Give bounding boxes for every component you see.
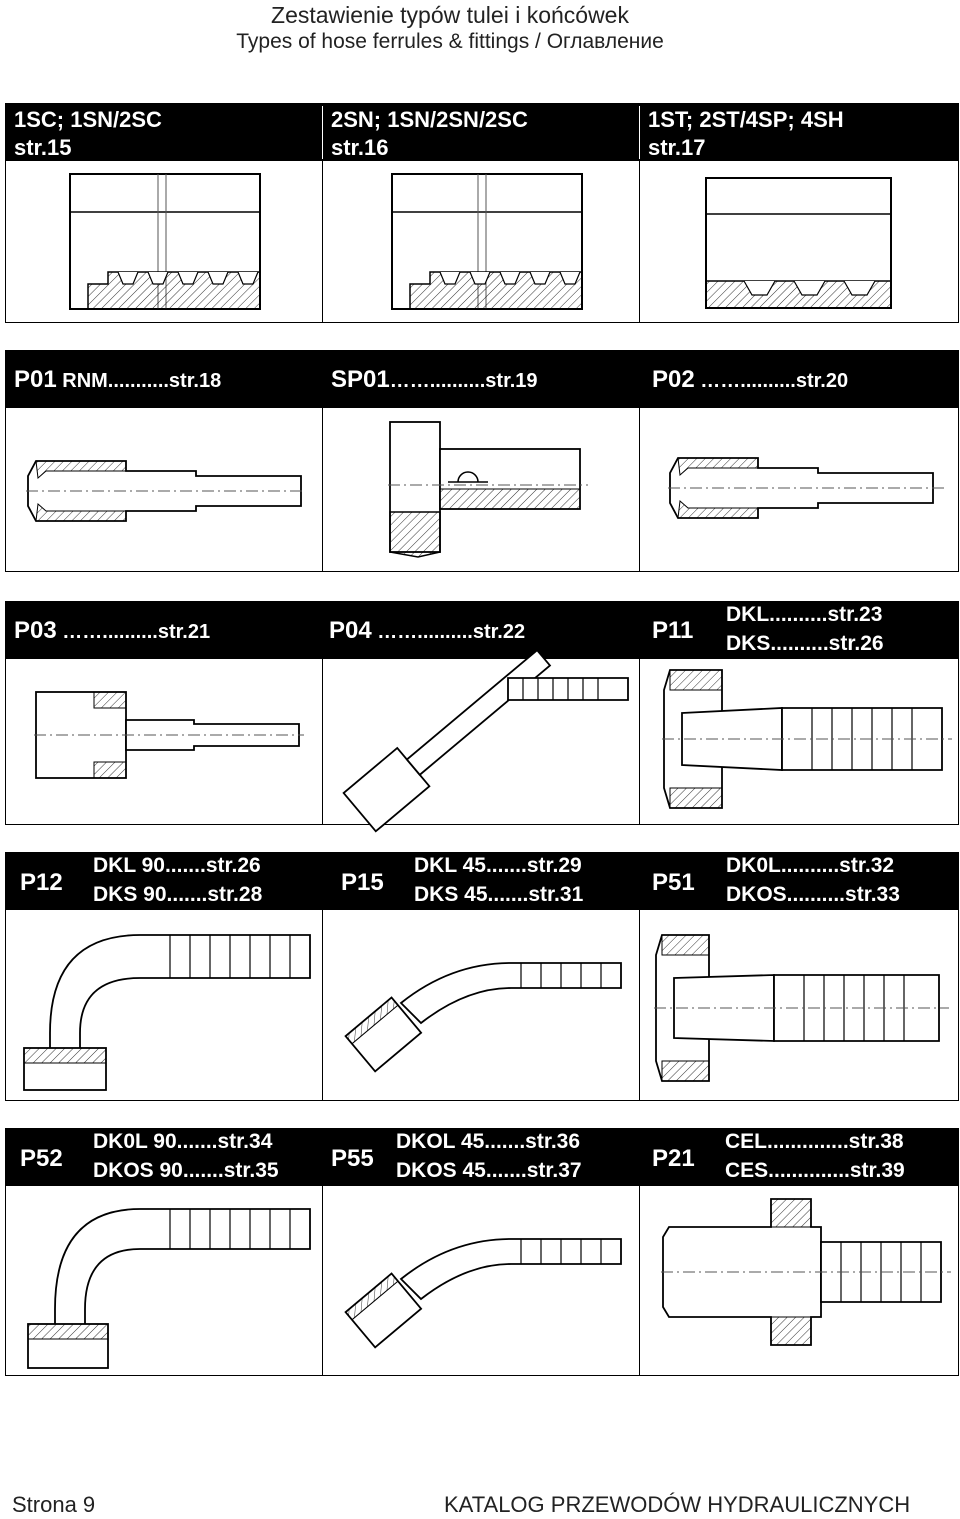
p55-dkos45: DKOS 45.......str.37 [396,1159,582,1182]
sp01-ref: ……..........str.19 [389,370,538,392]
p02-ref: ……..........str.20 [694,370,849,392]
p51-dkos: DKOS..........str.33 [726,883,900,906]
p21-drawing [661,1198,951,1346]
p21-code: P21 [652,1145,695,1172]
p01-code: P01 [14,366,57,393]
p21-ces: CES..............str.39 [725,1159,905,1182]
p15-dkl45: DKL 45.......str.29 [414,854,582,877]
p15-drawing [344,962,622,1073]
p21-cel: CEL..............str.38 [725,1130,904,1153]
p52-dk0l90: DK0L 90.......str.34 [93,1130,273,1153]
p03-code: P03 [14,617,57,644]
p04-ref: ……..........str.22 [371,621,526,643]
p11-dks: DKS..........str.26 [726,632,884,655]
p02-code: P02 [652,366,695,393]
fitting-row-p12: P12 DKL 90.......str.26 DKS 90.......str… [5,852,959,1101]
p01-ref: RNM...........str.18 [56,370,222,392]
ferrule-1st-page: str.17 [648,135,706,160]
p55-dkol45: DKOL 45.......str.36 [396,1130,581,1153]
p11-drawing [662,669,952,809]
ferrule-1sc-label: 1SC; 1SN/2SC [14,107,162,132]
page-title: Zestawienie typów tulei i końcówek [271,2,629,28]
p55-code: P55 [331,1145,374,1172]
p12-dks90: DKS 90.......str.28 [93,883,263,906]
p15-code: P15 [341,869,384,896]
p52-code: P52 [20,1145,63,1172]
ferrule-1sc-drawing [69,173,261,310]
p51-drawing [654,934,949,1082]
p12-dkl90: DKL 90.......str.26 [93,854,261,877]
sp01-drawing [388,421,588,558]
p15-dks45: DKS 45.......str.31 [414,883,584,906]
ferrule-2sn-page: str.16 [331,135,389,160]
ferrule-2sn-label: 2SN; 1SN/2SN/2SC [331,107,528,132]
p11-dkl: DKL..........str.23 [726,603,883,626]
p55-drawing [344,1238,622,1349]
page-number: Strona 9 [12,1492,96,1517]
ferrule-1st-label: 1ST; 2ST/4SP; 4SH [648,107,844,132]
p12-drawing [23,934,311,1091]
p03-drawing [34,691,304,779]
p52-drawing [27,1208,311,1369]
p04-code: P04 [329,617,372,644]
fitting-row-p03: P03 ……..........str.21 P04 ……..........s… [5,601,959,833]
p51-code: P51 [652,869,695,896]
p51-dk0l: DK0L..........str.32 [726,854,895,877]
fitting-row-p01: P01 RNM...........str.18 SP01…….........… [5,350,959,572]
ferrule-1sc-page: str.15 [14,135,72,160]
p01-drawing [26,460,306,522]
ferrule-1st-drawing [705,177,892,309]
p03-ref: ……..........str.21 [56,621,211,643]
p12-code: P12 [20,869,63,896]
catalog-title: KATALOG PRZEWODÓW HYDRAULICZNYCH [444,1492,911,1517]
p52-dkos90: DKOS 90.......str.35 [93,1159,279,1182]
p11-code: P11 [652,617,694,644]
fitting-row-p52: P52 DK0L 90.......str.34 DKOS 90.......s… [5,1128,959,1376]
sp01-code: SP01 [331,366,390,393]
ferrule-2sn-drawing [391,173,583,310]
p02-drawing [668,457,948,519]
page-subtitle: Types of hose ferrules & fittings / Огла… [236,30,664,53]
ferrule-row: 1SC; 1SN/2SC str.15 2SN; 1SN/2SN/2SC str… [5,103,959,323]
p04-drawing [342,648,629,833]
